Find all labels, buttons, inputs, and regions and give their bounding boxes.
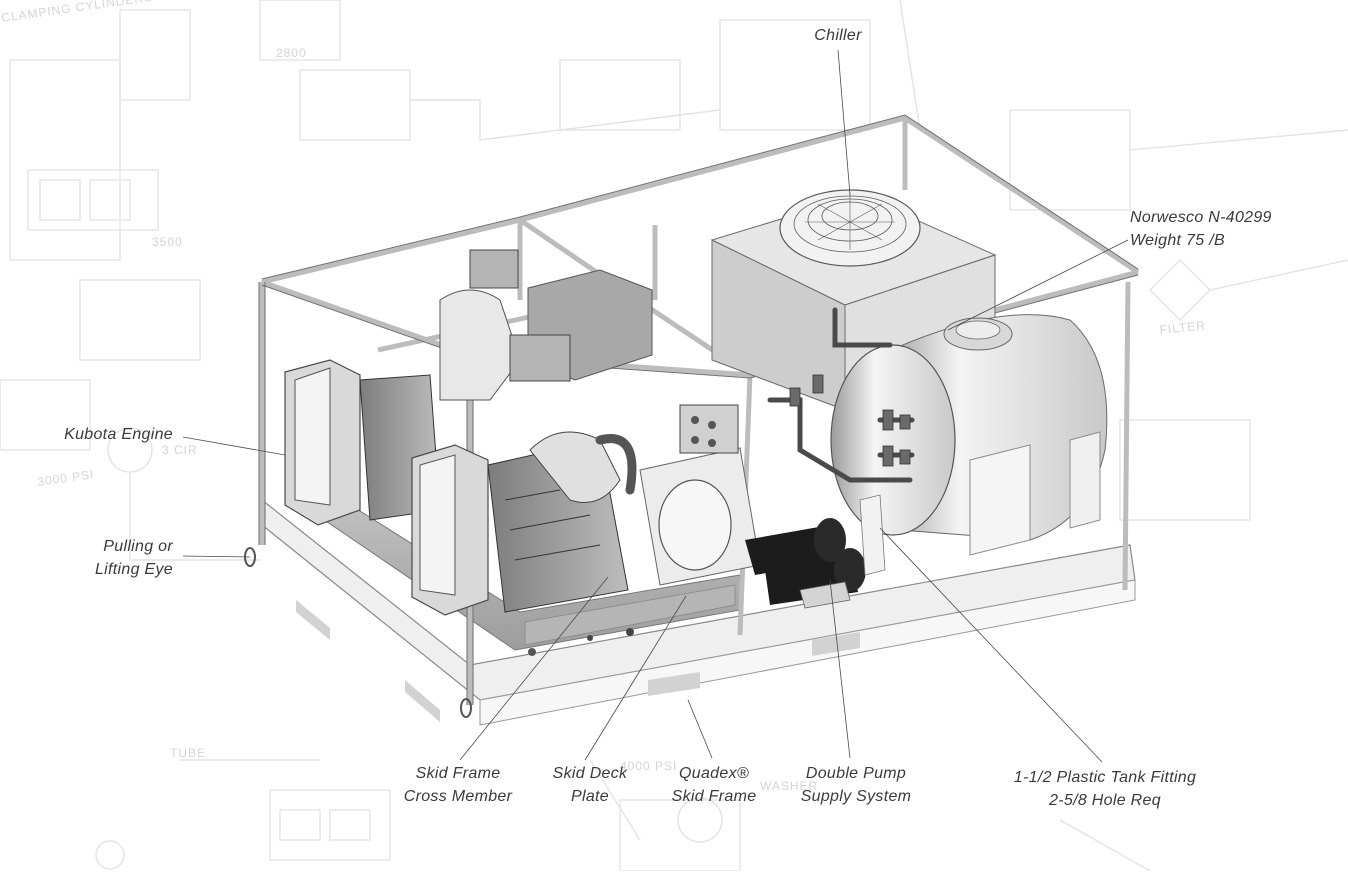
svg-text:TUBE: TUBE xyxy=(170,746,206,760)
callout-skid-frame-cross-member: Skid Frame Cross Member xyxy=(388,762,528,808)
kubota-engine-front xyxy=(411,334,637,616)
lifting-eye-label-line2: Lifting Eye xyxy=(94,561,173,578)
svg-text:2800: 2800 xyxy=(276,46,307,60)
leader-deck-plate xyxy=(584,595,687,761)
callout-quadex-skid-frame: Quadex® Skid Frame xyxy=(658,762,770,808)
callout-skid-deck-plate: Skid Deck Plate xyxy=(540,762,640,808)
double-pump-label-line2: Supply System xyxy=(800,788,912,805)
leader-cross-member xyxy=(459,576,609,761)
callout-double-pump-supply: Double Pump Supply System xyxy=(786,762,926,808)
chiller-label: Chiller xyxy=(814,27,862,44)
tank-fitting-label-line1: 1-1/2 Plastic Tank Fitting xyxy=(1013,769,1197,786)
leader-quadex xyxy=(687,699,713,759)
leader-lines xyxy=(182,49,1129,763)
double-pump-system xyxy=(745,494,886,609)
norwesco-tank xyxy=(830,314,1108,556)
callout-chiller: Chiller xyxy=(804,24,872,47)
tank-fitting-label-line2: 2-5/8 Hole Req xyxy=(1049,792,1161,809)
chiller xyxy=(710,189,997,411)
leader-norwesco xyxy=(947,239,1129,331)
svg-text:3000 PSI: 3000 PSI xyxy=(36,467,95,489)
leader-chiller xyxy=(837,49,851,196)
leader-tank-fitting xyxy=(879,527,1103,763)
svg-text:4000 PSI: 4000 PSI xyxy=(620,759,677,773)
svg-text:CLAMPING CYLINDERS: CLAMPING CYLINDERS xyxy=(0,0,153,25)
callout-plastic-tank-fitting: 1-1/2 Plastic Tank Fitting 2-5/8 Hole Re… xyxy=(990,766,1220,812)
leader-kubota xyxy=(182,436,286,456)
leader-double-pump xyxy=(829,579,851,759)
deck-plate-label-line1: Skid Deck xyxy=(552,765,628,782)
callout-kubota-engine: Kubota Engine xyxy=(30,423,173,446)
svg-text:FILTER: FILTER xyxy=(1159,318,1207,337)
svg-text:3500: 3500 xyxy=(152,235,183,249)
double-pump-label-line1: Double Pump xyxy=(805,765,907,782)
quadex-skid-frame xyxy=(261,498,1136,726)
control-box xyxy=(679,404,739,454)
leader-lifting-eye xyxy=(182,555,251,558)
lifting-eye-label-line1: Pulling or xyxy=(103,538,173,555)
quadex-label-line1: Quadex® xyxy=(679,765,749,782)
callout-norwesco-tank: Norwesco N-40299 Weight 75 /B xyxy=(1130,206,1340,252)
callout-lifting-eye: Pulling or Lifting Eye xyxy=(60,535,173,581)
norwesco-model-label: Norwesco N-40299 xyxy=(1130,209,1272,226)
tank-fittings xyxy=(789,374,911,467)
norwesco-weight-label: Weight 75 /B xyxy=(1130,232,1225,249)
svg-text:WASHER: WASHER xyxy=(760,779,818,793)
drive-housing xyxy=(639,404,761,586)
svg-text:3 CIR: 3 CIR xyxy=(162,443,198,457)
cross-member-label-line2: Cross Member xyxy=(403,788,513,805)
cross-member-label-line1: Skid Frame xyxy=(415,765,501,782)
quadex-label-line2: Skid Frame xyxy=(671,788,757,805)
deck-plate-label-line2: Plate xyxy=(571,788,609,805)
kubota-engine-label: Kubota Engine xyxy=(64,426,173,443)
